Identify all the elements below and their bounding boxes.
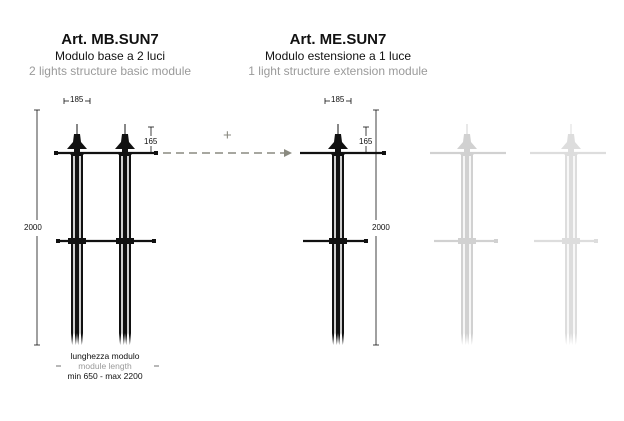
- module-length-label-en: module length: [78, 361, 132, 371]
- extension-module-title: Art. ME.SUN7: [289, 31, 387, 48]
- ghost-extension-module-2: [530, 123, 606, 345]
- module-length-note: lunghezza modulo module length min 650 -…: [40, 351, 170, 381]
- module-length-label-it: lunghezza modulo: [70, 351, 140, 361]
- extension-module-subtitle-it: Modulo estensione a 1 luce: [264, 49, 412, 63]
- extension-module-subtitle-en: 1 light structure extension module: [248, 64, 428, 78]
- extension-module-drawing: [300, 98, 386, 346]
- base-module-subtitle-it: Modulo base a 2 luci: [54, 49, 166, 63]
- connector-arrow: [163, 149, 292, 157]
- base-module-title: Art. MB.SUN7: [61, 31, 159, 48]
- base-lamp-dim: 165: [144, 137, 158, 146]
- base-width-dim: 185: [70, 95, 84, 104]
- ghost-extension-module-1: [430, 123, 506, 345]
- base-module-subtitle-en: 2 lights structure basic module: [28, 64, 192, 78]
- base-module-drawing: [34, 98, 159, 367]
- module-length-range: min 650 - max 2200: [67, 371, 143, 381]
- ext-height-dim: 2000: [372, 223, 390, 232]
- ext-lamp-dim: 165: [359, 137, 373, 146]
- connector-plus: +: [223, 127, 232, 144]
- ext-width-dim: 185: [331, 95, 345, 104]
- base-height-dim: 2000: [24, 223, 42, 232]
